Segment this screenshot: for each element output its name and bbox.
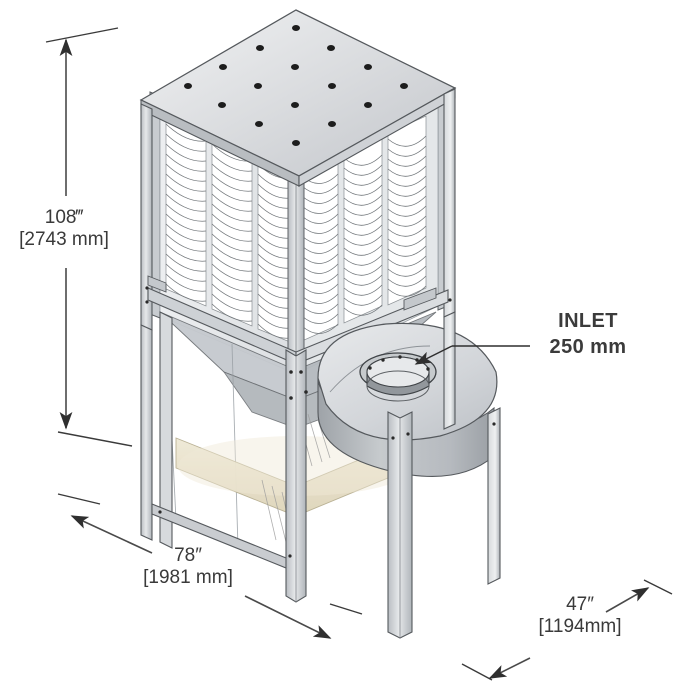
inlet-callout-label: INLET 250 mm — [508, 308, 668, 360]
dimension-label-depth: 47″ [1194mm] — [492, 594, 668, 639]
filter-cartridge-column — [301, 153, 339, 342]
perforated-top-plate — [139, 9, 457, 187]
post-front-right — [443, 88, 456, 318]
filter-cartridge-column — [211, 137, 253, 327]
dimension-label-height: 108‴ [2743 mm] — [0, 207, 128, 252]
height-imperial-value: 108‴ — [44, 207, 84, 228]
bracket-upper-right — [403, 287, 437, 311]
dimension-overall-width — [57, 493, 363, 639]
bracket-upper-left — [147, 275, 167, 293]
top-plate-bolt-holes — [184, 25, 408, 146]
height-metric-value: [2743 mm] — [19, 229, 109, 251]
width-extension-line-left — [57, 493, 101, 505]
filter-cartridge-column — [257, 157, 291, 343]
frame-fasteners — [145, 286, 496, 558]
height-extension-line-bottom — [57, 431, 133, 447]
width-extension-line-right — [329, 603, 363, 615]
leg-left-rear — [140, 324, 153, 541]
width-imperial-value: 78″ — [174, 545, 202, 566]
leg-far-right-upper — [443, 311, 456, 430]
depth-dim-line-lower — [488, 657, 531, 679]
dimension-label-width: 78″ [1981 mm] — [88, 545, 288, 590]
inlet-callout-line1: INLET — [558, 310, 618, 332]
filter-cartridge-column — [387, 115, 427, 306]
dimension-overall-height — [45, 27, 133, 447]
leg-left-front — [159, 311, 173, 549]
filter-cartridge-column — [343, 134, 383, 324]
inlet-callout-line2: 250 mm — [549, 336, 627, 358]
inlet-leader-arrow — [414, 345, 453, 365]
height-extension-line-top — [45, 27, 119, 43]
depth-metric-value: [1194mm] — [538, 616, 622, 638]
width-dim-line-right — [244, 595, 332, 639]
inlet-leader-line — [414, 345, 530, 365]
depth-dim-line-upper — [605, 587, 650, 613]
filter-cartridge-column — [165, 117, 207, 307]
support-leg-frame — [140, 275, 501, 639]
depth-extension-line-left — [461, 663, 493, 681]
depth-imperial-value: 47″ — [566, 594, 594, 615]
depth-extension-line-right — [643, 579, 673, 595]
filter-cartridge-bank-left — [165, 117, 291, 343]
width-metric-value: [1981 mm] — [143, 567, 233, 589]
dust-collector-assembly — [139, 9, 501, 639]
width-dim-line-left — [70, 515, 153, 554]
leg-right-rear — [487, 407, 501, 585]
inlet-bore — [366, 356, 430, 388]
dimension-overall-depth — [461, 579, 673, 681]
inlet-bore-bottom — [366, 370, 430, 402]
